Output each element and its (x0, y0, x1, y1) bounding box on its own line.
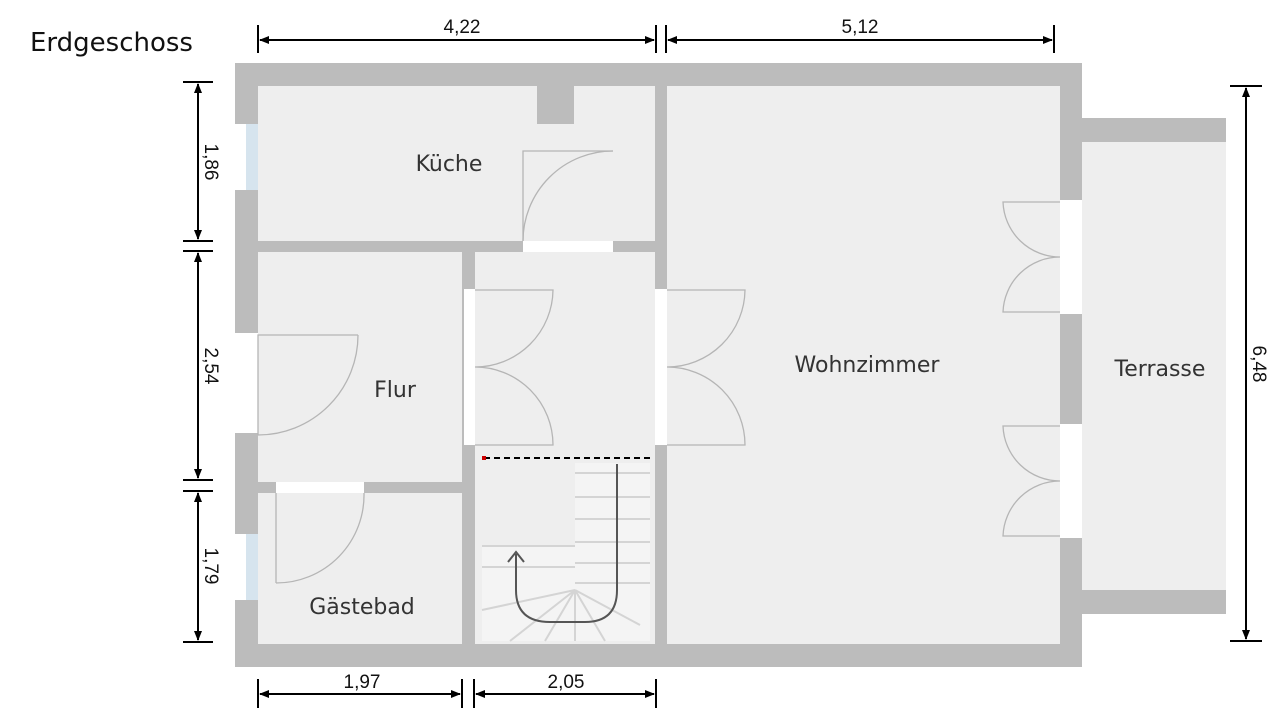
dim-top-right: 5,12 (842, 17, 879, 38)
door-opening-wohnzimmer (655, 289, 667, 445)
terrace-wall-bottom (1060, 590, 1226, 614)
chimney (537, 86, 574, 124)
staircase (481, 456, 650, 642)
dim-bottom-mid: 2,05 (548, 672, 585, 693)
door-swings (257, 150, 1061, 584)
dim-left-top: 1,86 (200, 144, 221, 181)
kueche-floor (258, 86, 655, 241)
terrace-door-1 (1060, 200, 1082, 314)
door-opening-flur (464, 289, 475, 445)
dimension-lines (183, 25, 1262, 708)
door-opening-kueche (523, 241, 613, 252)
flur-floor (258, 252, 462, 482)
wohnzimmer-floor (667, 86, 1060, 644)
door-opening-gaestebad (276, 482, 364, 493)
dim-left-bottom: 1,79 (200, 548, 221, 585)
dim-left-mid: 2,54 (200, 348, 221, 385)
room-label-gaestebad: Gästebad (309, 595, 415, 620)
terrace-door-2 (1060, 424, 1082, 538)
room-label-flur: Flur (374, 378, 417, 403)
terrace-wall-top (1060, 118, 1226, 142)
gaestebad-floor (258, 493, 462, 644)
room-label-wohnzimmer: Wohnzimmer (795, 353, 941, 378)
entrance-door-opening (235, 333, 258, 433)
terrasse-floor (1082, 142, 1226, 590)
dim-top-left: 4,22 (444, 17, 481, 38)
dim-right: 6,48 (1248, 346, 1269, 383)
room-label-terrasse: Terrasse (1114, 357, 1206, 382)
floor-title: Erdgeschoss (30, 28, 193, 58)
dim-bottom-left: 1,97 (344, 672, 381, 693)
room-label-kueche: Küche (416, 152, 483, 177)
